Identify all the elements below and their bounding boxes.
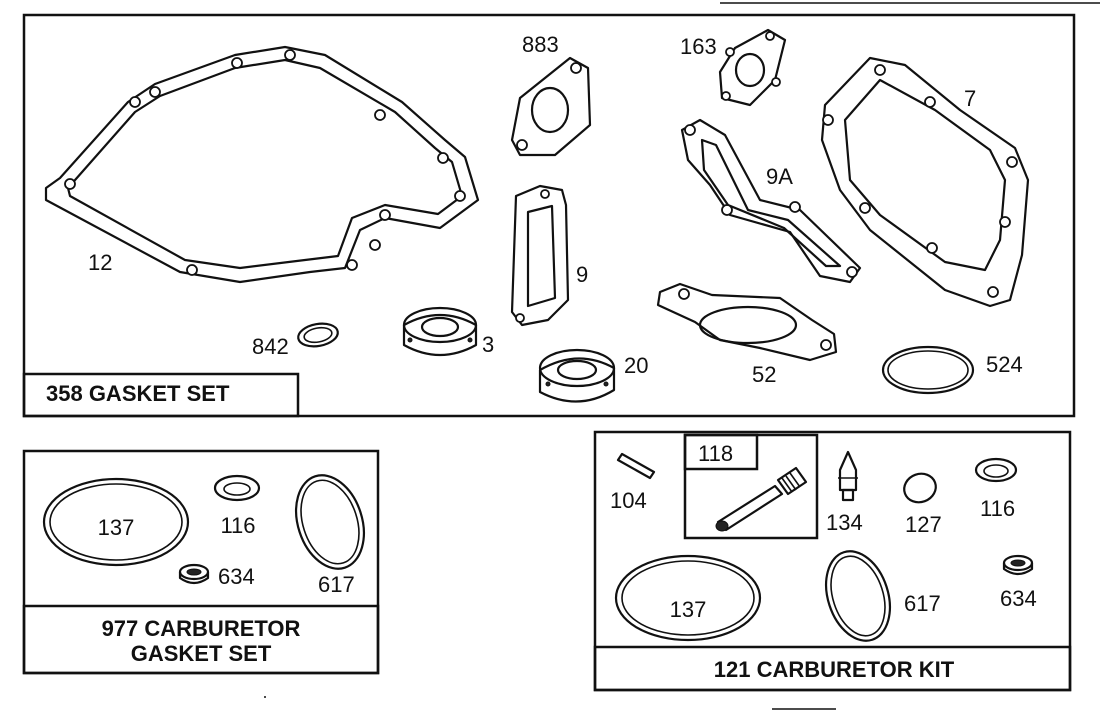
label-20: 20 [624, 353, 648, 378]
label-7: 7 [964, 86, 976, 111]
carb-gasket-set-title-box [22, 604, 380, 675]
gasket-7 [820, 56, 1030, 308]
inset-118-label-box [683, 433, 759, 471]
gasket-9A [680, 118, 862, 284]
oring-842 [297, 322, 339, 348]
oring-617-b [825, 550, 891, 642]
gasket-set-title-box [22, 372, 300, 418]
label-134: 134 [826, 510, 863, 535]
label-116-a: 116 [220, 513, 255, 538]
label-883: 883 [522, 32, 559, 57]
gasket-9 [510, 184, 570, 327]
washer-116-a [213, 474, 261, 502]
carb-kit-panel: 121 CARBURETOR KIT 118 104 134 12 [593, 430, 1072, 692]
pin-104 [616, 452, 656, 480]
gasket-12 [44, 45, 480, 284]
label-163: 163 [680, 34, 717, 59]
label-617-a: 617 [318, 572, 355, 597]
label-52: 52 [752, 362, 776, 387]
gasket-163 [718, 28, 787, 107]
carb-gasket-set-title-line1: 977 CARBURETOR [102, 616, 301, 641]
label-9: 9 [576, 262, 588, 287]
washer-116-b [974, 457, 1018, 483]
label-617-b: 617 [904, 591, 941, 616]
oring-137-b [614, 554, 762, 642]
seal-3 [402, 306, 478, 356]
label-634-a: 634 [218, 564, 255, 589]
label-127: 127 [905, 512, 942, 537]
label-12: 12 [88, 250, 112, 275]
mixture-screw-118 [715, 466, 808, 532]
gasket-set-title: 358 GASKET SET [46, 381, 230, 406]
label-3: 3 [482, 332, 494, 357]
label-9A: 9A [766, 164, 793, 189]
gasket-set-frame [22, 13, 1076, 418]
label-116-b: 116 [980, 496, 1015, 521]
carb-gasket-set-panel: 977 CARBURETOR GASKET SET 137 116 634 61… [22, 449, 380, 675]
label-524: 524 [986, 352, 1023, 377]
oring-617-a [295, 474, 365, 570]
label-634-b: 634 [1000, 586, 1037, 611]
washer-634-a [178, 563, 210, 585]
label-137-b: 137 [670, 597, 707, 622]
carb-kit-title: 121 CARBURETOR KIT [714, 657, 955, 682]
plug-127 [903, 472, 937, 504]
gasket-52 [656, 282, 838, 362]
needle-134 [838, 450, 858, 502]
carb-kit-title-box [593, 645, 1072, 692]
label-137-a: 137 [98, 515, 135, 540]
gasket-883 [510, 56, 592, 157]
oring-524 [881, 345, 975, 395]
label-842: 842 [252, 334, 289, 359]
seal-20 [538, 348, 616, 403]
washer-634-b [1002, 554, 1034, 576]
speck [264, 696, 266, 698]
carb-gasket-set-title-line2: GASKET SET [131, 641, 272, 666]
label-104: 104 [610, 488, 647, 513]
label-118: 118 [698, 441, 733, 466]
gasket-set-panel: 358 GASKET SET 12 883 [22, 13, 1076, 418]
oring-137-a [42, 477, 190, 567]
